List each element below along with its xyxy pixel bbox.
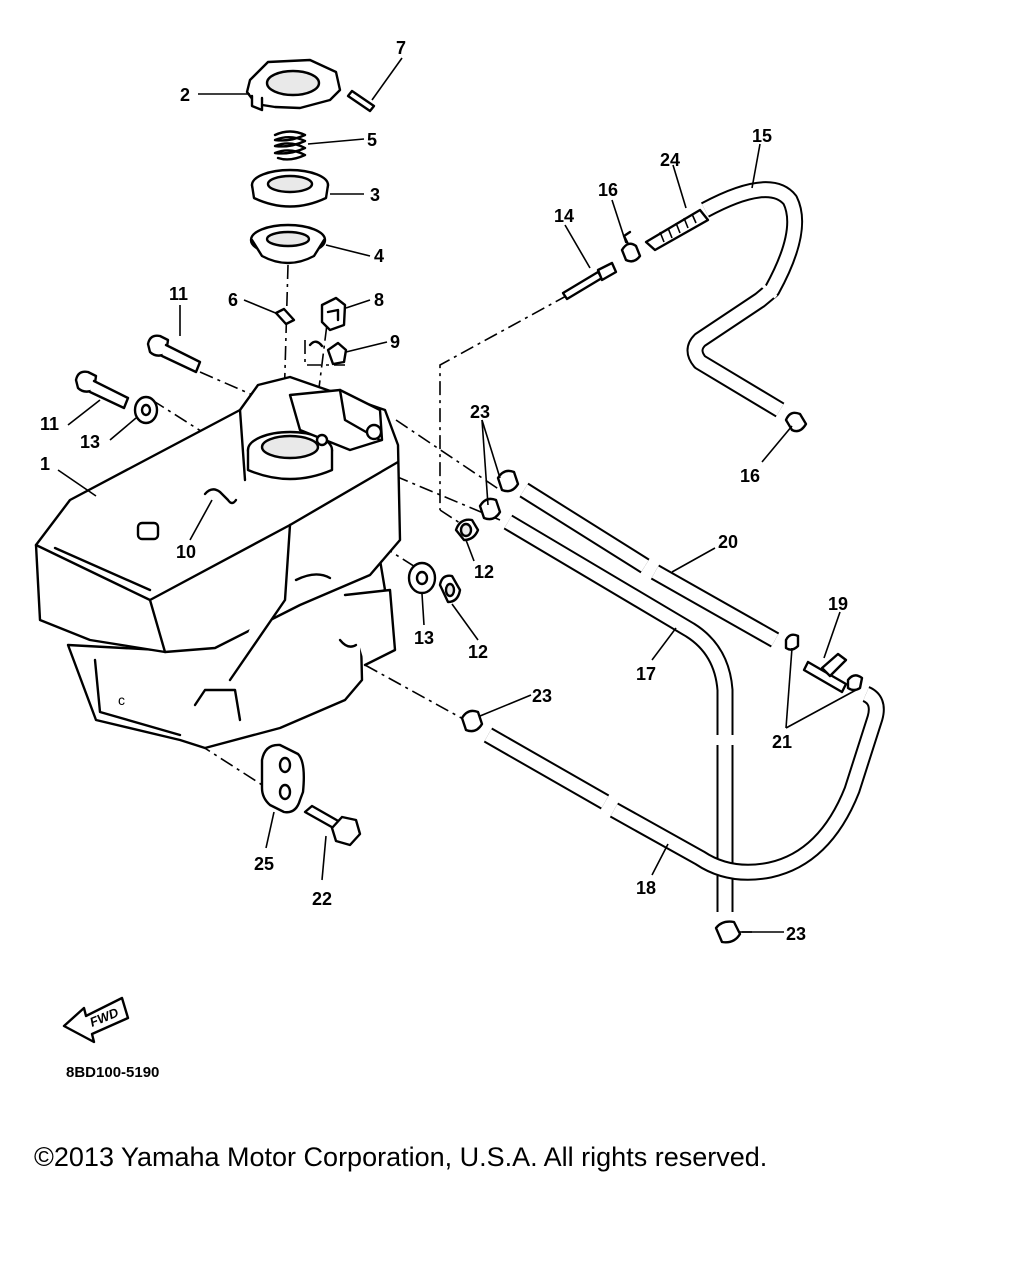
diagram-code: 8BD100-5190 [66, 1064, 159, 1081]
callout-25: 25 [254, 854, 274, 874]
callout-24: 24 [660, 150, 680, 170]
grommet-12-lower [438, 574, 462, 604]
callout-13-right: 13 [414, 628, 434, 648]
clamp-21-a [784, 633, 800, 651]
stay-25 [260, 743, 306, 814]
hose-18 [483, 686, 885, 881]
callout-22: 22 [312, 889, 332, 909]
callout-17: 17 [636, 664, 656, 684]
clamp-21-b [846, 674, 864, 692]
callout-15: 15 [752, 126, 772, 146]
spring [273, 130, 307, 161]
washer-13-left [133, 395, 159, 425]
filler-cap [245, 58, 342, 112]
callout-10: 10 [176, 542, 196, 562]
copyright-notice: ©2013 Yamaha Motor Corporation, U.S.A. A… [34, 1142, 768, 1172]
hose-17 [503, 514, 734, 912]
svg-text:c: c [118, 692, 125, 708]
bolt-22 [303, 804, 362, 847]
callout-1: 1 [40, 454, 50, 474]
seal-washer [249, 223, 327, 265]
fuel-tank: c [34, 375, 402, 750]
callout-7: 7 [396, 38, 406, 58]
callout-23-bottom: 23 [786, 924, 806, 944]
grommet-12-upper [454, 518, 480, 542]
clamp-23-c [460, 709, 484, 733]
callout-23-upper: 23 [470, 402, 490, 422]
callout-14: 14 [554, 206, 574, 226]
callout-5: 5 [367, 130, 377, 150]
callout-6: 6 [228, 290, 238, 310]
joint-24 [644, 208, 710, 252]
bolt-11-lower [74, 370, 130, 410]
clamp-23-d [714, 920, 742, 944]
clip-8 [320, 296, 347, 332]
cap-pin [346, 89, 376, 113]
fwd-arrow-icon: FWD [62, 996, 130, 1044]
callout-3: 3 [370, 185, 380, 205]
callout-11-lower: 11 [40, 414, 59, 434]
hose-15 [686, 181, 804, 418]
callout-18: 18 [636, 878, 656, 898]
callout-4: 4 [374, 246, 384, 266]
t-joint-19 [802, 652, 848, 694]
pipe-14 [561, 261, 618, 301]
small-pin-6 [274, 307, 296, 326]
callout-21: 21 [772, 732, 792, 752]
callout-20: 20 [718, 532, 738, 552]
callout-16-lower: 16 [740, 466, 760, 486]
callout-numbers: 1 2 3 4 5 6 7 8 9 10 11 11 12 12 13 13 1… [40, 38, 848, 944]
washer-13-right [407, 561, 437, 595]
callout-8: 8 [374, 290, 384, 310]
cap-gasket [250, 168, 330, 208]
callout-9: 9 [390, 332, 400, 352]
callout-13-left: 13 [80, 432, 100, 452]
callout-23-middle: 23 [532, 686, 552, 706]
clamp-23-a [496, 469, 520, 493]
bolt-11-upper [146, 334, 202, 374]
leader-lines [57, 57, 857, 933]
clamp-23-b [478, 497, 502, 521]
callout-2: 2 [180, 85, 190, 105]
nut-9 [308, 340, 348, 366]
callout-12-lower: 12 [468, 642, 488, 662]
callout-12-upper: 12 [474, 562, 494, 582]
hose-20 [519, 482, 780, 648]
clamp-16-upper [620, 230, 642, 263]
callout-19: 19 [828, 594, 848, 614]
callout-16-upper: 16 [598, 180, 618, 200]
callout-11-upper: 11 [169, 284, 188, 304]
